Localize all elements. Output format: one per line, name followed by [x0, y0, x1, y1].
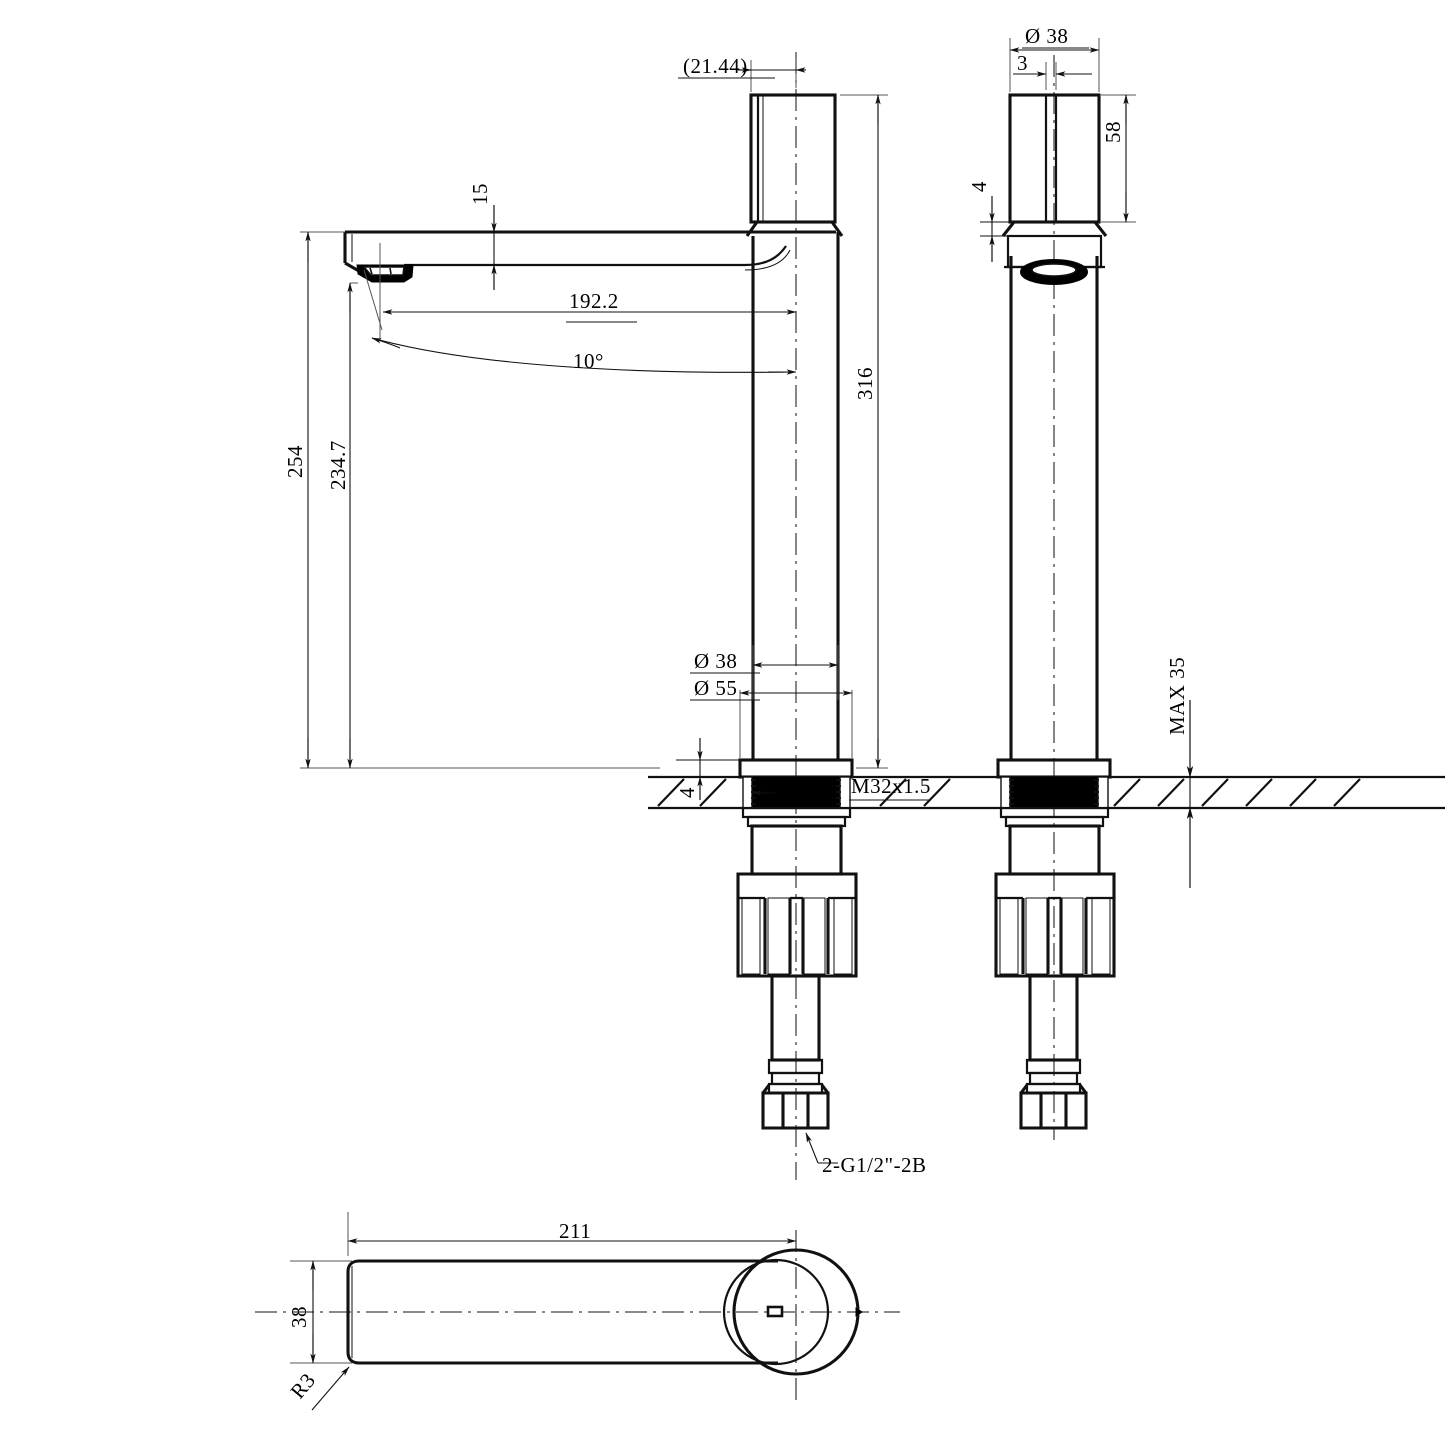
label-base-dia: Ø 55: [694, 676, 737, 700]
inlet-tube-side: [1019, 974, 1088, 1130]
dim-spout-width: [290, 1260, 352, 1364]
dim-handle-gap: [980, 196, 1012, 262]
label-handle-slot: 3: [1017, 51, 1028, 75]
dim-body-dia: [690, 645, 839, 700]
under-deck-nut-front: [736, 806, 858, 978]
dim-handle-offset: [678, 58, 806, 92]
dim-spout-height: [347, 282, 358, 769]
label-inlet-thread: 2-G1/2"-2B: [822, 1153, 927, 1177]
label-base-thickness: 4: [675, 787, 699, 798]
threaded-shank-side: [1000, 776, 1109, 809]
dim-base-dia: [690, 690, 853, 758]
label-spout-thickness: 15: [468, 183, 492, 205]
label-spout-height: 234.7: [326, 440, 350, 490]
spout-arm-front: [343, 230, 836, 273]
dim-handle-height: [1101, 94, 1136, 223]
label-handle-offset: (21.44): [683, 54, 748, 78]
inlet-tube-front: [761, 974, 830, 1130]
label-spout-angle: 10°: [573, 349, 604, 373]
spout-outlet-aerator: [356, 264, 414, 283]
dim-handle-dia: [1009, 38, 1100, 92]
label-overall-height: 254: [283, 445, 307, 478]
label-body-height: 316: [853, 367, 877, 400]
leader-inlet-thread: [805, 1132, 838, 1164]
label-body-dia: Ø 38: [694, 649, 737, 673]
label-handle-gap: 4: [967, 181, 991, 192]
view-top-plan-spout: [255, 1230, 900, 1400]
view-side-elevation: [994, 55, 1116, 1140]
body-column-side: [1009, 256, 1099, 760]
dim-body-height: [840, 94, 888, 769]
dim-spout-angle: [363, 269, 797, 375]
label-spout-reach: 192.2: [569, 289, 619, 313]
label-handle-dia: Ø 38: [1025, 24, 1068, 48]
dim-overall-height: [300, 231, 660, 769]
label-deck-max: MAX 35: [1165, 657, 1189, 735]
label-spout-width: 38: [287, 1306, 311, 1328]
dimension-set: [290, 38, 1194, 1411]
dim-corner-radius: [311, 1366, 350, 1411]
under-deck-nut-side: [994, 806, 1116, 978]
cartridge-collar-side: [1004, 234, 1105, 285]
label-handle-height: 58: [1101, 121, 1125, 143]
label-thread-spec: M32x1.5: [851, 774, 931, 798]
dim-handle-slot: [1013, 62, 1092, 90]
dim-spout-length: [347, 1212, 797, 1256]
label-spout-length: 211: [559, 1219, 591, 1243]
dim-thread-spec: [751, 790, 930, 801]
dim-base-thickness: [676, 738, 744, 800]
